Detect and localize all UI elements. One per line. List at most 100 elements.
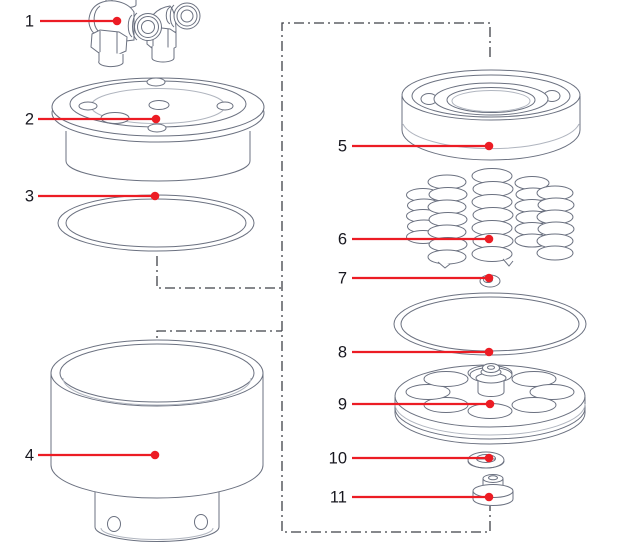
callout-2-dot [151, 114, 161, 124]
callout-10: 10 [329, 450, 494, 468]
cup-interior-floor [62, 377, 252, 406]
plate-center-boss [469, 363, 513, 397]
cap-hole-top [146, 77, 166, 87]
callout-8-dot [484, 347, 494, 357]
fitting-collar-rear [169, 4, 175, 28]
thread-stub-front [98, 52, 124, 68]
washer-rim [467, 460, 505, 469]
collet-ring-rear [176, 5, 198, 27]
cap-skirt-bottom [65, 160, 251, 182]
callout-4: 4 [25, 447, 160, 465]
part-11-plug [472, 474, 514, 506]
coil [428, 212, 468, 227]
callout-6: 6 [338, 231, 494, 249]
callout-11-label: 11 [330, 489, 347, 507]
gasket-outer [57, 194, 255, 252]
part-8-o-ring [393, 292, 587, 356]
callout-11-dot [484, 492, 494, 502]
spring-tail [502, 258, 514, 267]
plug-stem-top [482, 474, 504, 483]
bearing-bore-lip [451, 90, 531, 112]
bearing-inner-race [433, 82, 549, 116]
part-4-housing-cup [50, 339, 264, 542]
cap-hole-right [216, 101, 234, 111]
callout-5-dot [484, 141, 494, 151]
cup-bottom [50, 464, 264, 499]
part-5-bearing-ring [401, 69, 581, 161]
neck-bottom [94, 526, 220, 542]
part-2-top-cap [51, 77, 265, 182]
part-3-large-gasket-ring [57, 194, 255, 252]
hex-union-nut [90, 29, 128, 56]
callout-7-label: 7 [338, 270, 347, 288]
spring-left-front [427, 174, 468, 269]
plate-groove-2 [394, 407, 586, 440]
coil [536, 245, 574, 261]
neck-bottom-inner [100, 527, 214, 540]
callout-7-dot [484, 273, 494, 283]
boss-knob [482, 363, 500, 373]
gasket-inner [65, 198, 247, 248]
thread-stub-rear [151, 46, 175, 63]
plate-hole-top-left [423, 371, 469, 387]
callout-8-label: 8 [338, 344, 347, 362]
callout-9: 9 [338, 396, 495, 414]
cup-rim [50, 339, 264, 407]
callout-4-label: 4 [25, 447, 34, 465]
boundary-connector-upper [156, 256, 282, 289]
fitting-body-shade [93, 5, 101, 32]
callout-2-label: 2 [25, 111, 34, 129]
oring-outer [393, 292, 587, 356]
coil [427, 224, 467, 240]
plug-flange-bottom [472, 498, 514, 506]
cup-rim-inner [59, 343, 255, 403]
part-1-elbow-air-fittings [88, 0, 201, 68]
part-6-coil-springs [406, 168, 575, 269]
spring-right-front [536, 185, 575, 261]
plate-bottom [394, 412, 586, 445]
callout-1: 1 [25, 13, 122, 31]
bearing-bottom [401, 129, 581, 161]
fitting-collar-rear2 [165, 6, 171, 25]
callout-7: 7 [338, 270, 494, 288]
boss-knob-tip [487, 365, 495, 370]
cap-hole-center [148, 100, 170, 110]
callout-8: 8 [338, 344, 494, 362]
callout-9-dot [485, 399, 495, 409]
boundary-rectangle [281, 22, 491, 533]
plate-groove-1 [394, 403, 586, 436]
callout-9-label: 9 [338, 396, 347, 414]
plug-stem-tip [488, 475, 498, 481]
cap-hole-bottom [147, 123, 167, 133]
bearing-bore [446, 87, 536, 113]
cap-hole-left [78, 101, 98, 111]
oring-inner [400, 296, 580, 352]
coil [427, 199, 467, 215]
plate-hole-bottom-right [511, 397, 557, 413]
callout-10-label: 10 [329, 450, 347, 468]
callout-3: 3 [25, 188, 160, 206]
callout-11: 11 [330, 489, 494, 507]
plate-hole-right [529, 384, 575, 400]
part-9-valve-plate [394, 363, 586, 445]
fitting-collar-front2 [127, 14, 133, 38]
plate-hole-top-right [511, 371, 557, 387]
callout-5: 5 [338, 138, 494, 156]
spring-tail [437, 261, 451, 269]
neck-hole-right [194, 514, 208, 530]
callout-3-dot [150, 191, 160, 201]
callout-6-label: 6 [338, 231, 347, 249]
callout-6-dot [484, 234, 494, 244]
bearing-outer-race [411, 74, 571, 118]
coil [427, 174, 467, 190]
callout-2: 2 [25, 111, 161, 129]
collet-face-rear [173, 2, 201, 30]
collet-face-front [134, 13, 162, 41]
callout-10-dot [484, 453, 494, 463]
callouts: 1 2 3 4 5 6 7 [25, 13, 495, 507]
callout-4-dot [150, 450, 160, 460]
fitting-collar-front [132, 12, 138, 41]
neck-hole-left [107, 516, 121, 532]
